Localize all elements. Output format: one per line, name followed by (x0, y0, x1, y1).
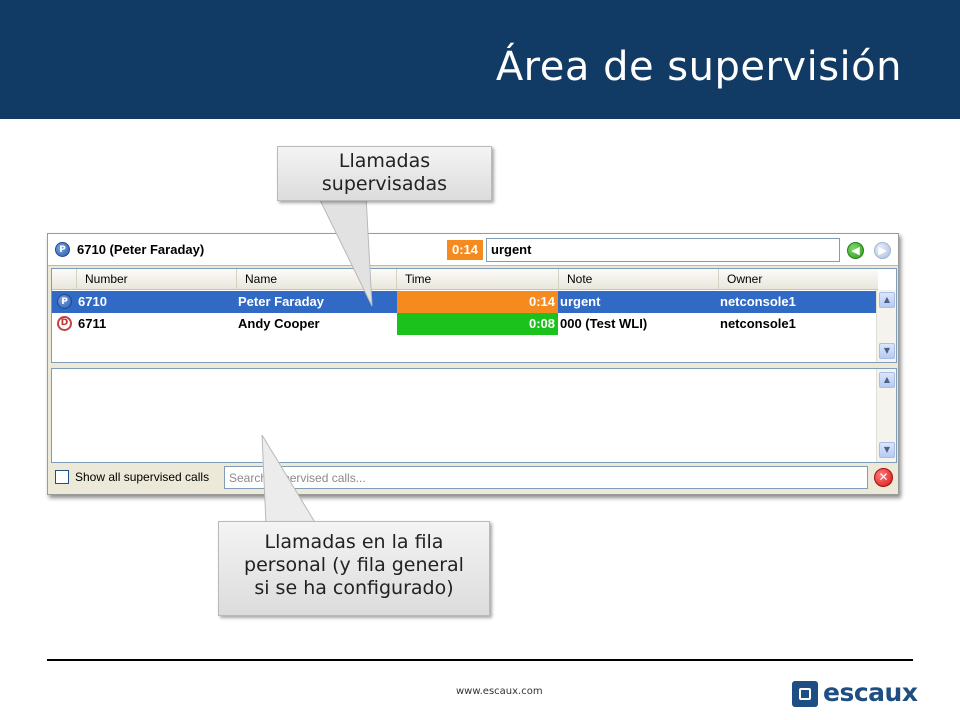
footer-url: www.escaux.com (456, 686, 543, 697)
forward-arrow-icon[interactable]: ▶ (874, 242, 891, 259)
supervised-calls-callout: Llamadas supervisadas (277, 146, 492, 201)
callout-line: Llamadas (338, 150, 431, 172)
row-number: 6711 (78, 316, 107, 331)
queue-calls-list: ▲ ▼ (51, 368, 897, 463)
row-number: 6710 (78, 294, 107, 309)
header-note[interactable]: Note (558, 269, 718, 290)
table-scrollbar[interactable]: ▲ ▼ (876, 290, 896, 362)
callout-line: Llamadas en la fila (264, 531, 444, 553)
scroll-up-icon[interactable]: ▲ (879, 372, 895, 388)
footer-divider (47, 659, 913, 661)
show-all-checkbox[interactable] (55, 470, 69, 484)
active-call-label: 6710 (Peter Faraday) (77, 242, 205, 257)
scroll-down-icon[interactable]: ▼ (879, 343, 895, 359)
escaux-logo-text: escaux (823, 678, 918, 707)
dial-status-icon: D (57, 316, 72, 331)
callout-line: si se ha configurado) (254, 577, 454, 599)
search-input[interactable] (224, 466, 868, 489)
clear-search-icon[interactable]: ✕ (874, 468, 893, 487)
row-name: Andy Cooper (238, 316, 320, 331)
queue-callout-pointer (261, 434, 317, 525)
scroll-up-icon[interactable]: ▲ (879, 292, 895, 308)
row-time: 0:14 (397, 291, 558, 313)
call-timer-badge: 0:14 (447, 240, 483, 260)
row-owner: netconsole1 (720, 316, 796, 331)
header-time[interactable]: Time (396, 269, 558, 290)
header-banner: Área de supervisión (0, 0, 960, 119)
header-owner[interactable]: Owner (718, 269, 878, 290)
scroll-down-icon[interactable]: ▼ (879, 442, 895, 458)
show-all-label[interactable]: Show all supervised calls (75, 470, 210, 484)
row-note: 000 (Test WLI) (560, 316, 648, 331)
table-row[interactable]: D 6711 Andy Cooper 0:08 000 (Test WLI) n… (52, 313, 878, 335)
back-arrow-icon[interactable]: ◀ (847, 242, 864, 259)
escaux-logo-icon (792, 681, 818, 707)
park-status-icon: P (55, 242, 70, 257)
row-owner: netconsole1 (720, 294, 796, 309)
row-time: 0:08 (397, 313, 558, 335)
queue-scrollbar[interactable]: ▲ ▼ (876, 369, 896, 462)
slide-title: Área de supervisión (495, 44, 902, 90)
netconsole-window: P 6710 (Peter Faraday) 0:14 urgent ◀ ▶ N… (47, 233, 899, 495)
supervised-calls-table: Number Name Time Note Owner P 6710 Peter… (51, 268, 897, 363)
filter-bar: Show all supervised calls ✕ (51, 465, 897, 491)
header-number[interactable]: Number (76, 269, 236, 290)
queue-calls-callout: Llamadas en la fila personal (y fila gen… (218, 521, 490, 616)
call-note-field[interactable]: urgent (486, 238, 840, 262)
callout-line: supervisadas (321, 173, 448, 195)
active-call-bar: P 6710 (Peter Faraday) 0:14 urgent ◀ ▶ (48, 234, 898, 266)
callout-line: personal (y fila general (244, 554, 464, 576)
row-note: urgent (560, 294, 601, 309)
header-name[interactable]: Name (236, 269, 396, 290)
park-status-icon: P (57, 294, 72, 309)
row-name: Peter Faraday (238, 294, 324, 309)
table-row[interactable]: P 6710 Peter Faraday 0:14 urgent netcons… (52, 291, 878, 313)
table-header: Number Name Time Note Owner (52, 269, 878, 290)
supervised-callout-pointer (317, 195, 373, 307)
